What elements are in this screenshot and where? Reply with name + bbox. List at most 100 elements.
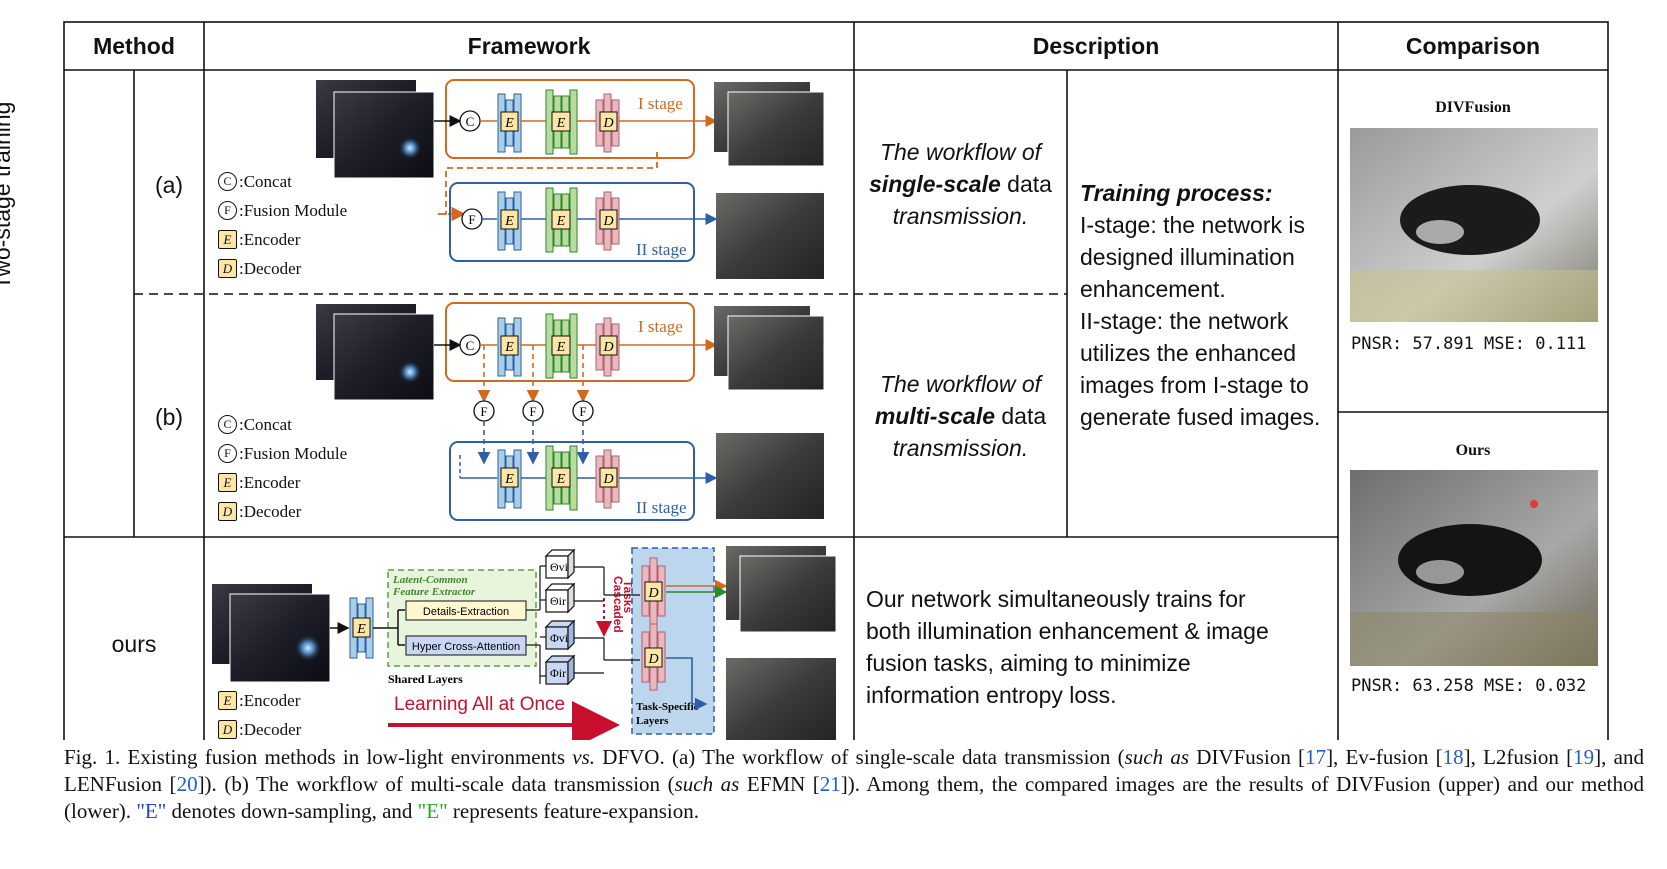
ours-title: Ours bbox=[1455, 442, 1491, 459]
diagram-ours: E Latent-Common Feature Extractor Detail… bbox=[212, 546, 837, 740]
fusion-symbol: F bbox=[218, 201, 237, 220]
svg-text:D: D bbox=[647, 652, 658, 667]
encoder-symbol: E bbox=[218, 230, 237, 249]
encoder-block-blue: E bbox=[497, 317, 522, 377]
input-image-2 bbox=[333, 91, 435, 179]
row-label-a: (a) bbox=[154, 172, 184, 198]
header-method: Method bbox=[93, 33, 175, 59]
fusion-nodes: F F F bbox=[473, 400, 594, 422]
svg-text:E: E bbox=[556, 340, 566, 355]
input-image-2 bbox=[333, 313, 435, 401]
framework-diagrams: C E E D I stage bbox=[212, 79, 1598, 740]
ours-description: Our network simultaneously trains for bo… bbox=[866, 586, 1269, 708]
stage-1-label: I stage bbox=[638, 317, 683, 336]
header-comparison: Comparison bbox=[1405, 33, 1541, 59]
decoder-block: D bbox=[595, 93, 620, 153]
ours-metric: PNSR: 63.258 MSE: 0.032 bbox=[1351, 676, 1587, 696]
svg-text:D: D bbox=[602, 340, 613, 355]
training-process-description: Training process: I-stage: the network i… bbox=[1080, 180, 1321, 430]
concat-symbol: C bbox=[218, 415, 237, 434]
svg-text:Latent-Common: Latent-Common bbox=[392, 574, 468, 586]
encoder-block-blue: E bbox=[497, 93, 522, 153]
svg-text:Feature Extractor: Feature Extractor bbox=[392, 586, 476, 598]
stage-2-output-image bbox=[716, 193, 824, 279]
svg-text:D: D bbox=[602, 116, 613, 131]
citation-link[interactable]: 20 bbox=[176, 772, 198, 796]
row-label-b: (b) bbox=[154, 404, 184, 430]
citation-link[interactable]: 19 bbox=[1573, 745, 1595, 769]
citation-link[interactable]: 18 bbox=[1442, 745, 1464, 769]
svg-text:D: D bbox=[602, 214, 613, 229]
fusion-symbol: F bbox=[218, 444, 237, 463]
svg-text:Details-Extraction: Details-Extraction bbox=[423, 606, 509, 618]
diagram-b: C E E D I stage bbox=[316, 302, 825, 521]
svg-text:Θir: Θir bbox=[550, 594, 566, 608]
workflow-a-description: The workflow of single-scale data transm… bbox=[869, 139, 1052, 229]
row-label-ours: ours bbox=[111, 631, 157, 657]
legend-b: C:Concat F:Fusion Module E:Encoder D:Dec… bbox=[218, 410, 347, 526]
encoder-block-blue: E bbox=[349, 597, 374, 659]
decoder-block: D bbox=[595, 317, 620, 377]
encoder-block-green: E bbox=[545, 89, 578, 155]
comparison-images bbox=[1350, 128, 1598, 666]
encoder-block-blue: E bbox=[497, 449, 522, 509]
header-framework: Framework bbox=[467, 33, 591, 59]
svg-text:Φir: Φir bbox=[550, 666, 566, 680]
legend-a: C:Concat F:Fusion Module E:Encoder D:Dec… bbox=[218, 167, 347, 283]
stage-2-label: II stage bbox=[636, 240, 687, 259]
feature-cubes bbox=[526, 548, 576, 686]
decoder-block: D bbox=[641, 623, 666, 691]
citation-link[interactable]: 21 bbox=[819, 772, 841, 796]
stage-2-label: II stage bbox=[636, 498, 687, 517]
fused-output-image bbox=[726, 658, 836, 740]
decoder-block: D bbox=[641, 557, 666, 625]
svg-text:E: E bbox=[504, 116, 514, 131]
stage-2-output-image bbox=[716, 433, 824, 519]
encoder-symbol: E bbox=[218, 691, 237, 710]
divfusion-title: DIVFusion bbox=[1435, 99, 1511, 116]
stage-1-box bbox=[445, 79, 695, 159]
svg-text:E: E bbox=[504, 214, 514, 229]
encoder-block-green: E bbox=[545, 445, 578, 511]
svg-text:E: E bbox=[356, 622, 366, 637]
svg-text:F: F bbox=[468, 212, 475, 227]
shared-layers-label: Shared Layers bbox=[388, 672, 463, 686]
encoder-block-green: E bbox=[545, 187, 578, 253]
svg-text:C: C bbox=[466, 114, 475, 129]
svg-text:E: E bbox=[556, 116, 566, 131]
svg-text:C: C bbox=[466, 338, 475, 353]
svg-text:D: D bbox=[602, 472, 613, 487]
decoder-block: D bbox=[595, 449, 620, 509]
svg-text:E: E bbox=[556, 472, 566, 487]
svg-text:Task-Specific: Task-Specific bbox=[636, 701, 699, 713]
encoder-block-green: E bbox=[545, 313, 578, 379]
encoder-block-blue: E bbox=[497, 191, 522, 251]
svg-text:E: E bbox=[504, 340, 514, 355]
divfusion-metric: PNSR: 57.891 MSE: 0.111 bbox=[1351, 334, 1587, 354]
decoder-symbol: D bbox=[218, 720, 237, 739]
decoder-symbol: D bbox=[218, 259, 237, 278]
workflow-b-description: The workflow of multi-scale data transmi… bbox=[874, 371, 1047, 461]
svg-text:Θvi: Θvi bbox=[550, 560, 569, 574]
svg-text:F: F bbox=[529, 404, 536, 419]
legend-ours: E:Encoder D:Decoder bbox=[218, 686, 301, 744]
figure-caption: Fig. 1. Existing fusion methods in low-l… bbox=[64, 745, 1645, 823]
stage-1-label: I stage bbox=[638, 94, 683, 113]
svg-text:Hyper Cross-Attention: Hyper Cross-Attention bbox=[412, 641, 520, 653]
stage-1-box bbox=[445, 302, 695, 382]
svg-text:F: F bbox=[579, 404, 586, 419]
svg-text:Layers: Layers bbox=[636, 715, 669, 727]
svg-text:Cascaded: Cascaded bbox=[611, 576, 625, 633]
stage-2-box bbox=[449, 182, 695, 262]
svg-text:D: D bbox=[647, 586, 658, 601]
svg-text:Φvi: Φvi bbox=[550, 631, 569, 645]
diagram-a: C E E D I stage bbox=[316, 79, 825, 279]
decoder-symbol: D bbox=[218, 502, 237, 521]
encoder-symbol: E bbox=[218, 473, 237, 492]
svg-text:E: E bbox=[504, 472, 514, 487]
concat-symbol: C bbox=[218, 172, 237, 191]
svg-text:E: E bbox=[556, 214, 566, 229]
learning-all-at-once-label: Learning All at Once bbox=[394, 694, 565, 715]
svg-text:F: F bbox=[480, 404, 487, 419]
citation-link[interactable]: 17 bbox=[1305, 745, 1327, 769]
